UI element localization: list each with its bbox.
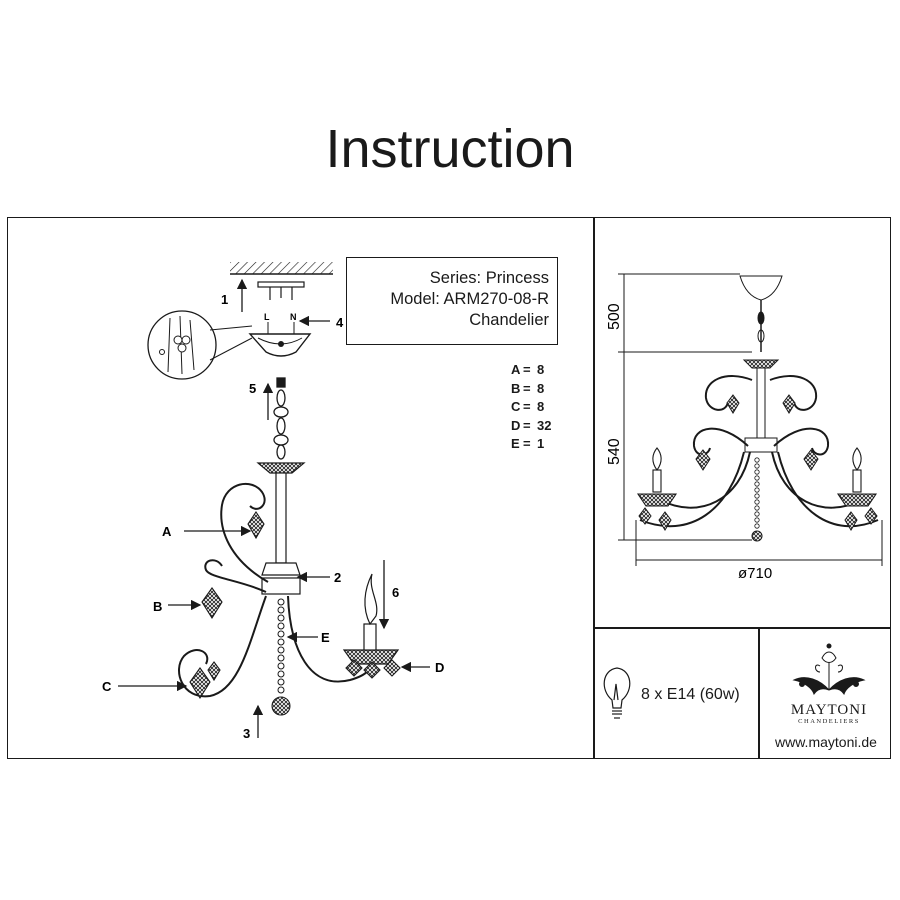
parts-row: D= 32 [511,417,551,436]
part-c-label: C [102,679,112,694]
panel-divider-vertical [593,217,595,759]
equals-sign: = [523,417,531,433]
candle-holder [342,573,400,665]
equals-sign: = [523,399,531,414]
chain-dimension-value: 500 [606,303,623,330]
crystal-drops [189,511,401,700]
ornament-logo-icon [792,643,866,696]
part-b-label: B [153,599,162,614]
chain [273,377,289,460]
light-bulb-icon [603,667,631,719]
part-e-label: E [321,630,330,645]
lamp-spec: 8 x E14 (60w) [641,686,740,703]
part-count: 8 [537,399,545,414]
step-6-label: 6 [392,585,399,600]
part-d-label: D [435,660,444,675]
part-key: E [511,436,520,451]
part-key: A [511,362,521,377]
step-2-label: 2 [334,570,341,585]
step-4-label: 4 [336,315,344,330]
diameter-dimension-value: ø710 [738,565,772,582]
center-stem [256,462,306,595]
parts-row: C= 8 [511,398,551,417]
parts-row: A= 8 [511,361,551,380]
canopy [248,333,312,357]
bead-string [271,598,291,716]
step-3-label: 3 [243,726,250,741]
part-key: B [511,380,521,396]
part-count: 1 [537,436,545,451]
equals-sign: = [523,380,531,396]
front-view-candles [636,447,878,507]
front-view-beads [754,457,760,529]
step-5-label: 5 [249,381,256,396]
series-label: Series: Princess [429,269,549,287]
front-view-crystals [638,394,878,542]
front-view-arms [639,375,879,528]
product-info-box: Series: Princess Model: ARM270-08-R Chan… [346,257,558,345]
part-key: D [511,417,521,433]
website-link[interactable]: www.maytoni.de [775,734,877,750]
ceiling [230,262,333,275]
parts-row: B= 8 [511,380,551,399]
part-count: 8 [537,362,545,377]
parts-row: E= 1 [511,435,551,454]
step-1-label: 1 [221,292,228,307]
model-label: Model: ARM270-08-R [390,290,549,308]
parts-list: A=8 B=8 C=8 D=32 E=1 [511,361,551,454]
equals-sign: = [523,362,531,377]
brand-name: MAYTONI [790,702,868,718]
brand-subtitle: CHANDELIERS [798,718,860,725]
wiring-detail [147,310,253,380]
equals-sign: = [523,436,531,451]
panel-divider-horizontal [593,627,891,629]
part-key: C [511,399,521,414]
product-type-label: Chandelier [469,311,549,329]
mounting-bracket [257,281,305,300]
callout-arrows [118,278,430,738]
page-title: Instruction [325,119,575,179]
body-dimension-value: 540 [606,438,623,465]
footer-divider [758,627,760,759]
wire-n-label: N [290,312,297,322]
wire-l-label: L [264,312,270,322]
instruction-frame [7,217,891,759]
part-count: 32 [537,417,552,433]
part-a-label: A [162,524,172,539]
part-count: 8 [537,380,545,396]
